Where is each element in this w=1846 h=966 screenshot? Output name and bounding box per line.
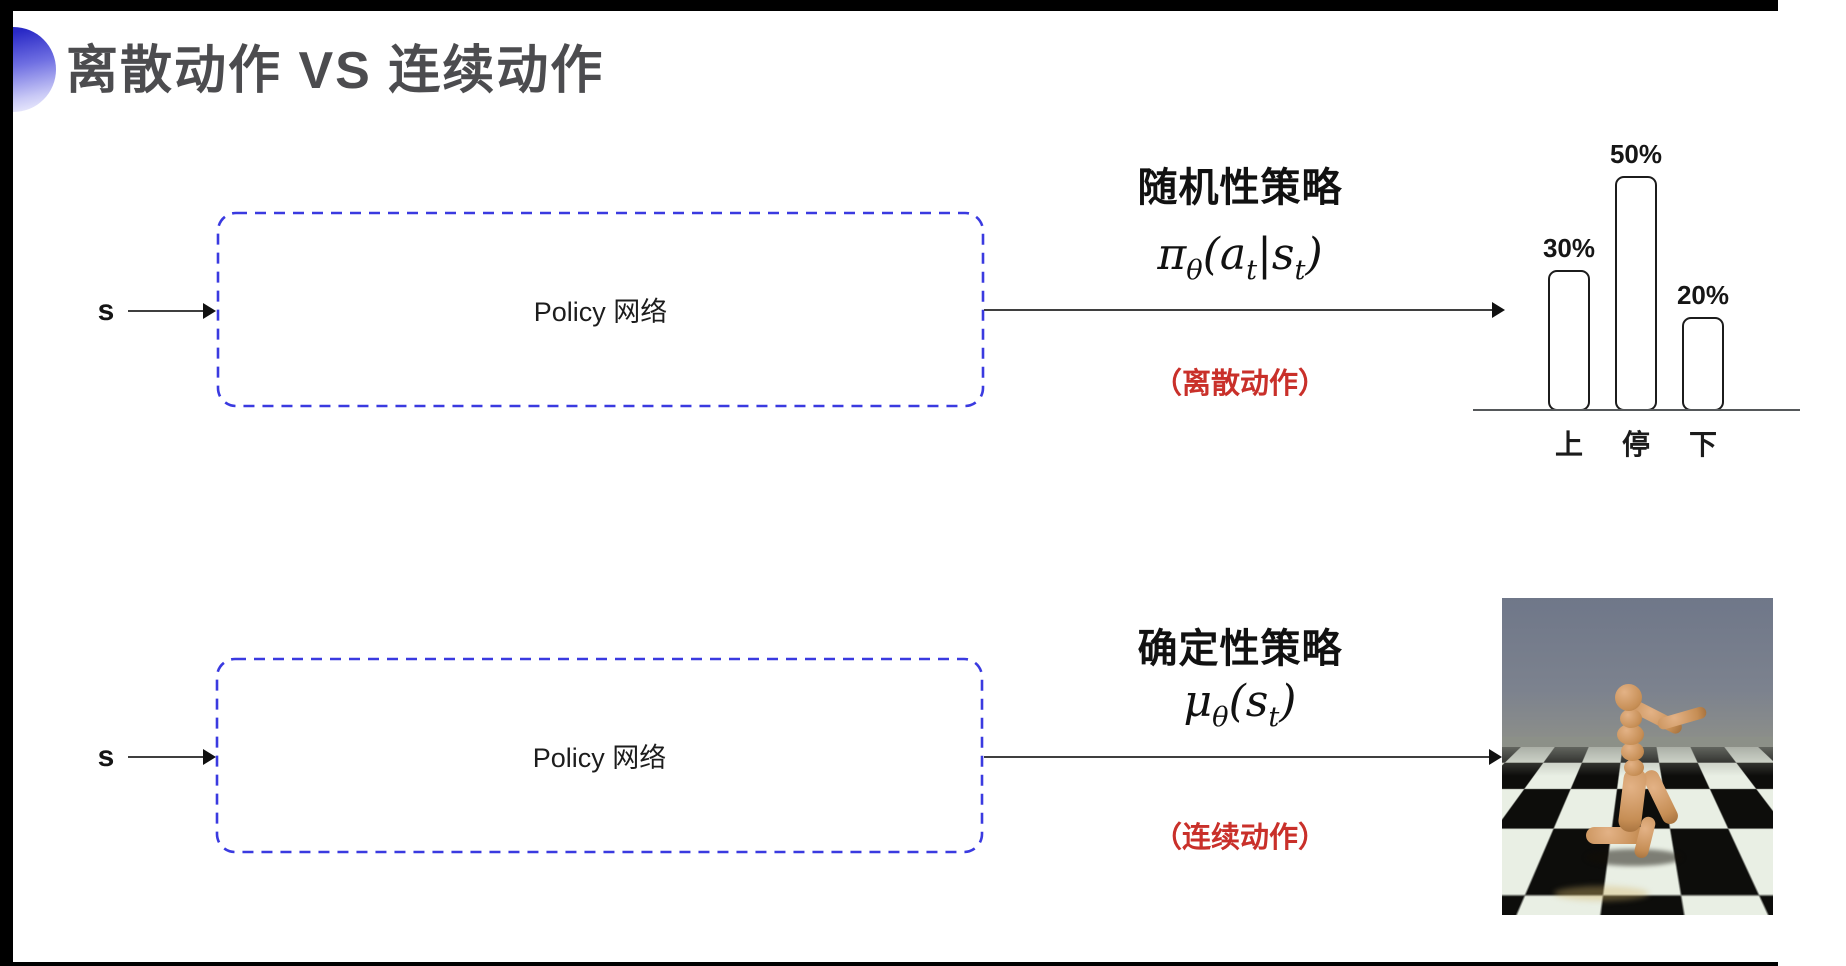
page-title: 离散动作 VS 连续动作 [66, 42, 605, 100]
arrow-shaft [128, 310, 205, 312]
continuous-action-note: （连续动作） [1152, 822, 1327, 854]
state-input-label-bottom: s [97, 740, 115, 773]
humanoid-simulation-image [1502, 598, 1773, 915]
bar-group-up: 30% [1534, 233, 1604, 411]
arrow-shaft [128, 756, 205, 758]
policy-network-label-bottom: Policy 网络 [532, 743, 667, 773]
robot-chest [1617, 724, 1644, 745]
deterministic-policy-title: 确定性策略 [1137, 627, 1343, 671]
category-label-stop: 停 [1621, 429, 1650, 460]
arrow-state-to-policy-bottom [128, 749, 216, 765]
arrow-shaft [984, 756, 1491, 758]
discrete-action-note: （离散动作） [1152, 368, 1327, 400]
floor-reflection [1554, 886, 1649, 901]
policy-network-box-top: Policy 网络 [216, 211, 985, 408]
bar-group-stop: 50% [1601, 139, 1671, 411]
formula-text: ) [1305, 229, 1323, 280]
bar-stop [1615, 176, 1657, 411]
robot-shadow [1586, 849, 1682, 866]
dashed-border [215, 657, 984, 854]
frame-edge-top [0, 0, 1778, 11]
category-label-up: 上 [1554, 429, 1583, 460]
stochastic-policy-formula: πθ(at|st) [1040, 229, 1440, 286]
bar-down [1682, 317, 1724, 411]
policy-network-label-top: Policy 网络 [533, 297, 668, 327]
bar-value-label: 50% [1609, 139, 1663, 169]
dashed-border [216, 211, 985, 408]
pi-symbol: π [1157, 229, 1187, 280]
arrowhead-icon [1489, 749, 1502, 765]
bar-value-label: 30% [1542, 233, 1596, 263]
robot-neck [1620, 709, 1642, 728]
chart-baseline [1473, 409, 1800, 411]
theta-subscript: θ [1186, 254, 1203, 286]
arrowhead-icon [203, 303, 216, 319]
t-subscript: t [1268, 701, 1280, 733]
t-subscript: t [1294, 254, 1306, 286]
stochastic-policy-title: 随机性策略 [1137, 166, 1343, 210]
arrowhead-icon [203, 749, 216, 765]
frame-edge-bottom [0, 962, 1778, 966]
robot-waist [1621, 742, 1644, 761]
bar-value-label: 20% [1676, 280, 1730, 310]
bar-group-down: 20% [1668, 280, 1738, 411]
arrow-policy-to-distribution [984, 302, 1505, 318]
deterministic-policy-formula: μθ(st) [1040, 676, 1440, 733]
formula-text: (a [1202, 229, 1247, 280]
t-subscript: t [1246, 254, 1258, 286]
state-input-label-top: s [97, 294, 115, 327]
robot-head [1615, 684, 1642, 711]
arrow-shaft [984, 309, 1494, 311]
bar-up [1548, 270, 1590, 411]
formula-text: (s [1228, 676, 1269, 727]
theta-subscript: θ [1212, 701, 1229, 733]
policy-network-box-bottom: Policy 网络 [215, 657, 984, 854]
arrow-state-to-policy-top [128, 303, 216, 319]
frame-edge-left [0, 0, 13, 966]
arrowhead-icon [1492, 302, 1505, 318]
formula-text: |s [1257, 229, 1295, 280]
title-accent-orb [13, 27, 56, 112]
action-probability-bar-chart: 30% 50% 20% 上 停 下 [1473, 105, 1800, 460]
mu-symbol: μ [1183, 676, 1213, 727]
arrow-policy-to-simulation [984, 749, 1502, 765]
robot-pelvis [1624, 759, 1644, 776]
formula-text: ) [1279, 676, 1297, 727]
category-label-down: 下 [1688, 429, 1717, 460]
